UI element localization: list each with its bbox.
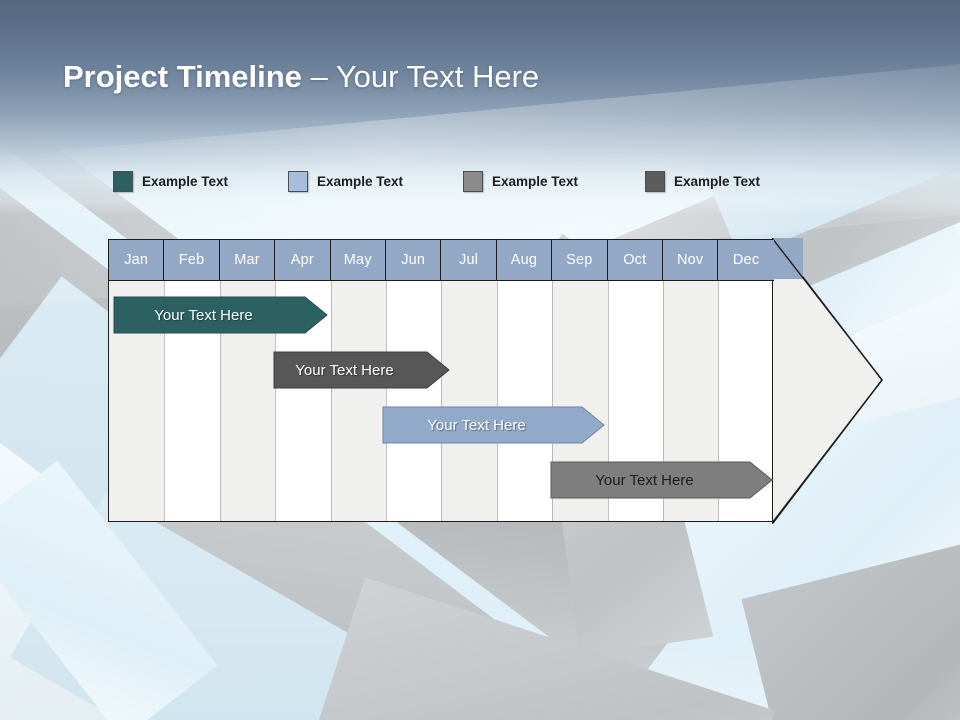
month-label: Apr — [290, 252, 314, 268]
month-header-jan[interactable]: Jan — [109, 240, 165, 280]
month-column-oct[interactable]: Oct — [607, 240, 663, 521]
month-label: Dec — [732, 252, 760, 268]
legend-item-2[interactable]: Example Text — [288, 169, 403, 193]
month-header-nov[interactable]: Nov — [663, 240, 719, 280]
month-label: Oct — [623, 252, 647, 268]
month-column-aug[interactable]: Aug — [496, 240, 553, 521]
legend-item-1[interactable]: Example Text — [113, 169, 228, 193]
month-header-dec[interactable]: Dec — [718, 240, 774, 280]
column-divider — [607, 240, 609, 521]
month-header-jul[interactable]: Jul — [441, 240, 497, 280]
month-label: Sep — [566, 252, 593, 268]
legend: Example Text Example Text Example Text E… — [113, 169, 813, 195]
task-bar-1[interactable]: Your Text Here — [113, 296, 328, 334]
month-label: Aug — [510, 252, 538, 268]
month-header-feb[interactable]: Feb — [164, 240, 220, 280]
month-column-mar[interactable]: Mar — [219, 240, 276, 521]
legend-label: Example Text — [492, 173, 579, 189]
legend-swatch-icon — [113, 170, 133, 192]
legend-item-4[interactable]: Example Text — [645, 169, 760, 193]
month-column-jan[interactable]: Jan — [109, 240, 165, 521]
month-label: Nov — [677, 252, 704, 268]
task-bar-3[interactable]: Your Text Here — [382, 406, 605, 444]
column-divider — [496, 240, 498, 521]
legend-label: Example Text — [317, 173, 404, 189]
gantt-grid: Jan Feb Mar Apr May Jun Jul Aug Sep Oct … — [108, 239, 774, 522]
column-divider — [552, 240, 554, 521]
month-header-aug[interactable]: Aug — [496, 240, 553, 280]
column-divider — [164, 240, 166, 521]
gantt-chart: Jan Feb Mar Apr May Jun Jul Aug Sep Oct … — [108, 238, 883, 525]
month-column-dec[interactable]: Dec — [718, 240, 774, 521]
month-label: Jul — [459, 252, 479, 268]
column-divider — [441, 240, 443, 521]
page-title-bold: Project Timeline — [63, 59, 302, 94]
timeline-arrowhead-icon — [772, 238, 883, 525]
month-header-mar[interactable]: Mar — [219, 240, 276, 280]
column-divider — [219, 240, 221, 521]
month-label: May — [343, 252, 372, 268]
month-column-feb[interactable]: Feb — [164, 240, 220, 521]
task-bar-2[interactable]: Your Text Here — [273, 351, 450, 389]
month-label: Mar — [234, 252, 260, 268]
page-title-rest: – Your Text Here — [301, 59, 540, 94]
month-header-jun[interactable]: Jun — [386, 240, 442, 280]
month-header-oct[interactable]: Oct — [607, 240, 663, 280]
legend-label: Example Text — [674, 173, 761, 189]
legend-swatch-icon — [463, 170, 483, 192]
task-bar-4[interactable]: Your Text Here — [550, 461, 773, 499]
legend-item-3[interactable]: Example Text — [463, 169, 578, 193]
legend-swatch-icon — [288, 170, 308, 192]
month-header-sep[interactable]: Sep — [552, 240, 608, 280]
page-title: Project Timeline – Your Text Here — [63, 59, 539, 95]
column-divider — [663, 240, 664, 521]
legend-label: Example Text — [142, 173, 229, 189]
month-label: Feb — [178, 252, 205, 268]
month-label: Jan — [124, 252, 149, 268]
month-column-jul[interactable]: Jul — [441, 240, 497, 521]
month-header-apr[interactable]: Apr — [275, 240, 331, 280]
header-bottom-rule — [109, 280, 774, 282]
column-divider — [718, 240, 720, 521]
legend-swatch-icon — [645, 170, 665, 192]
month-label: Jun — [401, 252, 426, 268]
month-header-may[interactable]: May — [330, 240, 386, 280]
